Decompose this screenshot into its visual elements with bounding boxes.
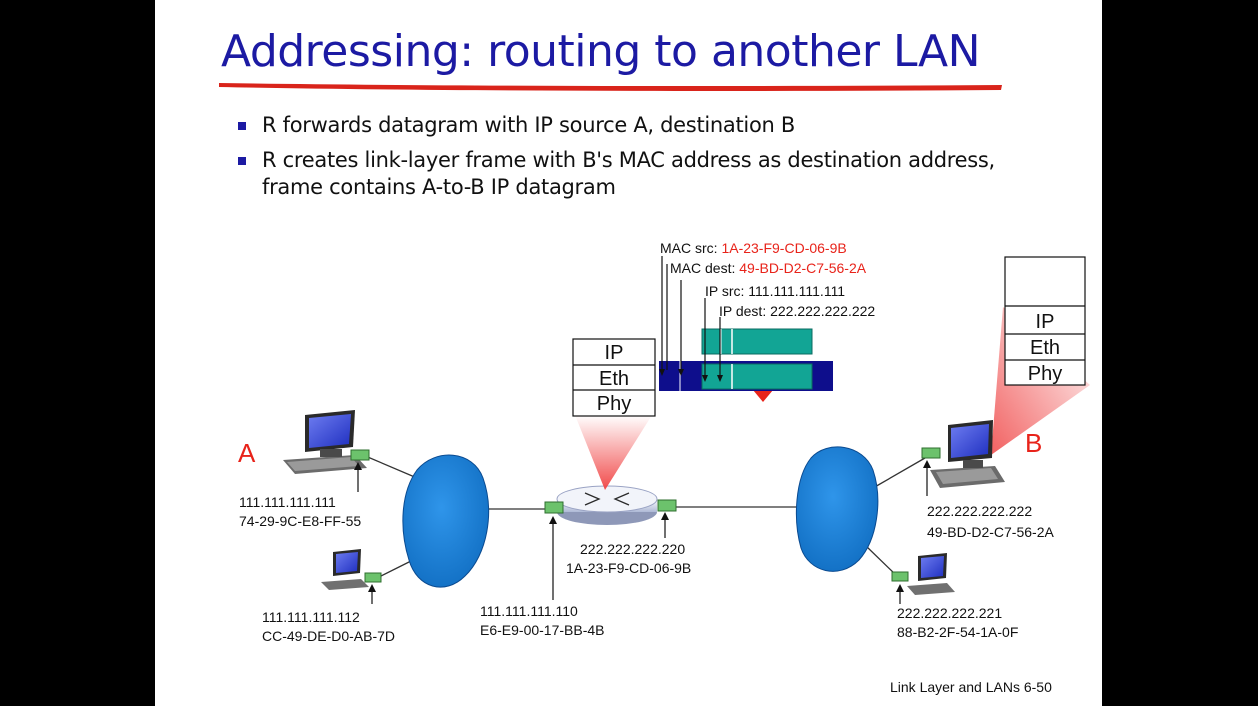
host-b-mac: 49-BD-D2-C7-56-2A: [927, 524, 1054, 540]
router-left-mac: E6-E9-00-17-BB-4B: [480, 622, 605, 638]
host-b-ip: 222.222.222.222: [927, 503, 1032, 519]
address-labels: 111.111.111.111 74-29-9C-E8-FF-55 111.11…: [239, 494, 1054, 644]
slide-title: Addressing: routing to another LAN: [221, 26, 981, 77]
router-left-ip: 111.111.111.110: [480, 603, 578, 619]
stack-layer-phy: Phy: [597, 393, 631, 415]
router: [556, 485, 658, 525]
slide-footer: Link Layer and LANs 6-50: [890, 679, 1052, 695]
link-layer-frame: [659, 328, 833, 402]
bullet-marker: [238, 157, 246, 165]
link-line: [376, 559, 414, 579]
host-b2-mac: 88-B2-2F-54-1A-0F: [897, 624, 1018, 640]
nic-router-right: [657, 499, 677, 512]
nic-router-left: [544, 501, 564, 514]
router-right-mac: 1A-23-F9-CD-06-9B: [566, 560, 691, 576]
router-arrows-icon: [584, 492, 630, 506]
nic-host-b: [921, 447, 941, 459]
nic-host-a2: [364, 572, 382, 583]
bullet-text: R forwards datagram with IP source A, de…: [262, 113, 795, 137]
host-a2-mac: CC-49-DE-D0-AB-7D: [262, 628, 395, 644]
host-a-computer-icon: [283, 410, 367, 474]
lan-cloud-left: [402, 454, 489, 588]
router-top: [556, 485, 658, 513]
network-diagram: IP Eth Phy IP Eth Phy: [238, 240, 1090, 644]
link-lines: [362, 454, 926, 579]
stack-layer-eth: Eth: [1030, 337, 1060, 359]
nic-host-a: [350, 449, 370, 461]
ip-datagram: [701, 328, 813, 355]
host-a2-computer-icon: [321, 549, 369, 590]
router-zoom-beam: [575, 415, 652, 490]
host-b-label: B: [1025, 428, 1042, 458]
bullet-marker: [238, 122, 246, 130]
frame-annotation-lines: [661, 256, 721, 376]
host-a2-ip: 111.111.111.112: [262, 609, 360, 625]
mac-src-annotation: MAC src: 1A-23-F9-CD-06-9B: [660, 240, 847, 256]
frame-pointer: [753, 390, 773, 402]
ip-dest-annotation: IP dest: 222.222.222.222: [719, 303, 875, 319]
address-arrow-heads: [354, 460, 931, 592]
link-line: [362, 454, 418, 479]
host-a-label: A: [238, 438, 256, 468]
host-b-computer-icon: [930, 420, 1005, 488]
stack-layer-eth: Eth: [599, 368, 629, 390]
slide: Addressing: routing to another LAN R for…: [155, 0, 1102, 706]
ip-src-annotation: IP src: 111.111.111.111: [705, 283, 845, 299]
title-underline: [219, 83, 1002, 91]
interface-cards: [350, 447, 941, 583]
host-b2-computer-icon: [907, 553, 955, 595]
bullet-list: R forwards datagram with IP source A, de…: [238, 112, 1058, 209]
mac-dest-annotation: MAC dest: 49-BD-D2-C7-56-2A: [670, 260, 867, 276]
host-a-ip: 111.111.111.111: [239, 494, 336, 510]
router-protocol-stack: IP Eth Phy: [572, 338, 656, 417]
bullet-item: R creates link-layer frame with B's MAC …: [238, 147, 1058, 201]
link-line: [872, 457, 926, 489]
arrow-heads: [659, 369, 723, 382]
nic-host-b2: [891, 571, 909, 582]
link-line: [864, 544, 898, 577]
host-a-mac: 74-29-9C-E8-FF-55: [239, 513, 361, 529]
host-b2-ip: 222.222.222.221: [897, 605, 1002, 621]
router-right-ip: 222.222.222.220: [580, 541, 685, 557]
bullet-item: R forwards datagram with IP source A, de…: [238, 112, 1058, 139]
stack-layer-phy: Phy: [1028, 363, 1062, 385]
stack-layer-ip: IP: [1036, 311, 1055, 333]
stack-layer-ip: IP: [605, 342, 624, 364]
bullet-text: R creates link-layer frame with B's MAC …: [262, 148, 995, 199]
host-b-protocol-stack: IP Eth Phy: [1004, 256, 1086, 386]
lan-cloud-right: [795, 446, 879, 572]
